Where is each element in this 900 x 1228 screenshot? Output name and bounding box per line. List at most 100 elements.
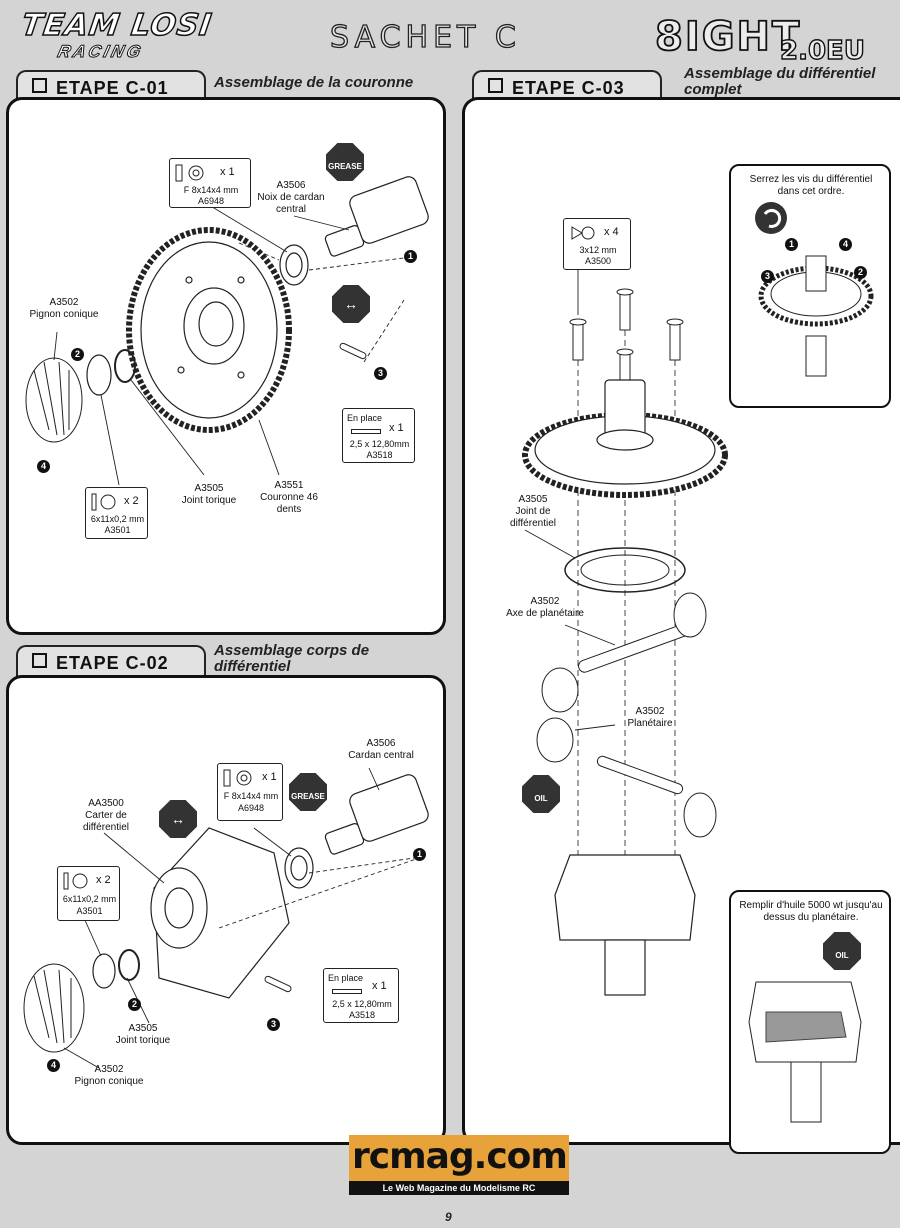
bearing-shape: [279, 244, 309, 286]
model-version: 2.0EU: [779, 35, 865, 66]
step-c03-panel: x 4 3x12 mm A3500 A3505 Joint de différe…: [462, 97, 900, 1154]
rcmag-logo-bg: [349, 1135, 569, 1181]
ref-text: A3501: [104, 525, 131, 535]
brand-logo: TEAM LOSI: [19, 7, 215, 44]
gasket-inner: [580, 554, 670, 586]
ring-gear-diagram: [25, 176, 429, 486]
screw-order-text: Serrez les vis du différentiel dans cet …: [749, 174, 873, 197]
model-logo: 8IGHT: [654, 13, 802, 61]
step-c01-label: ETAPE C-01: [56, 78, 169, 98]
pinion-shape: [23, 963, 85, 1053]
cardan-ref: A3506: [276, 180, 306, 191]
grease-badge: GREASE: [289, 773, 327, 811]
step-c01-tab: ETAPE C-01: [16, 70, 206, 102]
brand-subtitle: RACING: [55, 42, 146, 62]
bag-title: SACHET C: [329, 19, 521, 55]
size-text: F 8x14x4 mm: [223, 791, 279, 801]
washer-callout: x 2 6x11x0,2 mm A3501: [57, 866, 120, 921]
bearing-callout: x 1 F 8x14x4 mm A6948: [169, 158, 251, 208]
step-marker: 2: [854, 266, 867, 279]
ref-text: A3518: [366, 450, 393, 460]
pin-icon: [351, 429, 381, 434]
qty-text: x 2: [124, 495, 139, 507]
ring-gear-ref: A3551: [274, 480, 304, 491]
ring-gear-shape: [522, 379, 728, 498]
step-marker: 4: [37, 460, 50, 473]
step-marker: 4: [47, 1059, 60, 1072]
grease-badge: GREASE: [326, 143, 364, 181]
qty-text: x 1: [389, 422, 404, 434]
step-c01-title: Assemblage de la couronne: [214, 74, 414, 91]
ring-gear-shape: [126, 227, 292, 433]
step-c02-label: ETAPE C-02: [56, 653, 169, 673]
screw-callout: x 4 3x12 mm A3500: [563, 218, 631, 270]
diff-case-shape: [150, 827, 290, 999]
press-fit-badge: ↔: [332, 285, 370, 323]
ref-text: A3500: [584, 256, 612, 266]
washer-icon: [63, 872, 88, 890]
rcmag-logo: rcmag.com: [352, 1136, 568, 1177]
qty-text: x 4: [604, 226, 619, 238]
size-text: 3x12 mm: [579, 245, 617, 255]
pinion-name: Pignon conique: [29, 309, 99, 320]
ref-text: A3518: [348, 1010, 376, 1020]
gasket-shape: [564, 547, 686, 593]
screw-order-inset: Serrez les vis du différentiel dans cet …: [729, 164, 891, 408]
note-text: En place: [347, 413, 383, 423]
size-text: 6x11x0,2 mm: [62, 894, 117, 904]
step-marker: 3: [374, 367, 387, 380]
pinion-shape: [25, 357, 83, 443]
pinion-ref: A3502: [94, 1064, 124, 1075]
step-c02-panel: AA3500 Carter de différentiel x 1 F 8x14…: [6, 675, 446, 1145]
planet-name: Planétaire: [627, 718, 673, 729]
ref-text: A6948: [237, 803, 265, 813]
step-c03-title: Assemblage du différentiel complet: [684, 65, 876, 98]
washer-icon: [91, 493, 116, 511]
step-c03-tab: ETAPE C-03: [472, 70, 662, 102]
cardan-name: Cardan central: [348, 750, 414, 761]
gasket-name: Joint de différentiel: [510, 506, 556, 529]
screw-order-diagram: [755, 202, 874, 377]
oil-fill-inset: Remplir d'huile 5000 wt jusqu'au dessus …: [729, 890, 891, 1154]
cardan-shape: [324, 176, 429, 257]
screw-shapes: [569, 288, 684, 391]
diff-case-shape: [554, 854, 696, 996]
step-c03-label: ETAPE C-03: [512, 78, 625, 98]
oring-name: Joint torique: [181, 495, 237, 506]
oring-name: Joint torique: [115, 1035, 171, 1046]
oil-fill-text: Remplir d'huile 5000 wt jusqu'au dessus …: [739, 900, 883, 923]
step-marker: 2: [128, 998, 141, 1011]
pin-shape: [339, 342, 367, 360]
ref-text: A3501: [76, 906, 103, 916]
shaft2-shape: [596, 755, 684, 795]
qty-text: x 1: [372, 980, 387, 992]
size-text: 6x11x0,2 mm: [90, 514, 145, 524]
pinion-name: Pignon conique: [74, 1076, 144, 1087]
step-marker: 3: [761, 270, 774, 283]
checkbox-icon: [488, 78, 503, 93]
bearing-shape: [284, 847, 314, 889]
gasket-ref: A3505: [518, 494, 548, 505]
step-marker: 1: [404, 250, 417, 263]
step-marker: 4: [839, 238, 852, 251]
page-number: 9: [445, 1210, 452, 1224]
page-header: TEAM LOSI RACING SACHET C 8IGHT 2.0EU: [0, 0, 900, 70]
washer-shape: [86, 354, 112, 396]
oring-ref: A3505: [194, 483, 224, 494]
step-marker: 1: [785, 238, 798, 251]
cardan-name: Noix de cardan central: [257, 192, 325, 215]
pin-icon: [332, 989, 362, 994]
pin-callout: En place x 1 2,5 x 12,80mm A3518: [342, 408, 415, 463]
cardan-ref: A3506: [366, 738, 396, 749]
screw-icon: [571, 226, 595, 240]
step-c02-tab: ETAPE C-02: [16, 645, 206, 677]
shaft-name: Axe de planétaire: [506, 608, 584, 619]
oring-ref: A3505: [128, 1023, 158, 1034]
shaft-ref: A3502: [530, 596, 560, 607]
bearing-icon: [223, 769, 252, 787]
oil-badge: OIL: [823, 932, 861, 970]
diff-body-diagram: [23, 767, 429, 1069]
checkbox-icon: [32, 653, 47, 668]
size-text: 2,5 x 12,80mm: [332, 999, 392, 1009]
washer-callout: x 2 6x11x0,2 mm A3501: [85, 487, 148, 539]
